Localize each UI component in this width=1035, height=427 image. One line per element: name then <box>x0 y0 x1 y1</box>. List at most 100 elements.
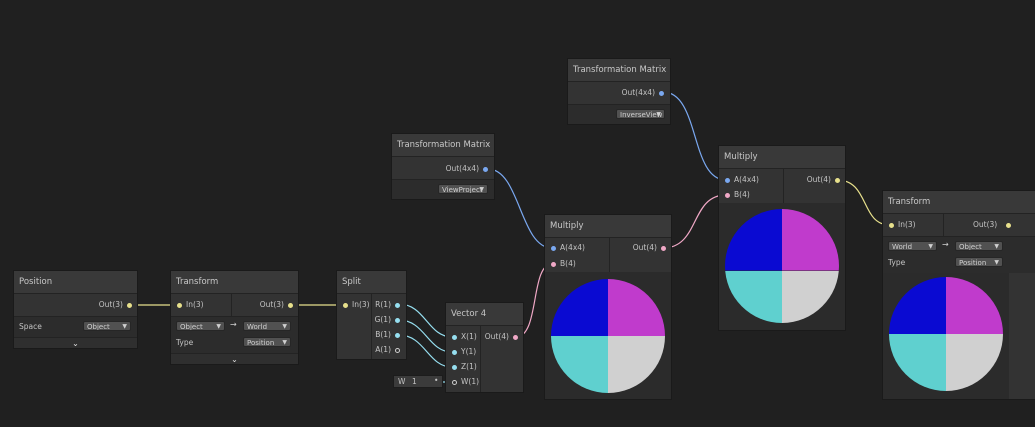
type-dropdown[interactable]: Position ▼ <box>955 257 1003 267</box>
output-port[interactable] <box>661 245 666 251</box>
pin-label: Out(4) <box>484 332 509 341</box>
matrix-dropdown[interactable]: ViewProject ▼ <box>438 184 488 194</box>
pin-label: R(1) <box>375 300 391 309</box>
node-controls: ViewProject ▼ <box>392 179 494 199</box>
output-port[interactable] <box>395 317 400 323</box>
space-label: Space <box>19 322 42 331</box>
arrow-right-icon: → <box>230 320 237 329</box>
input-port[interactable] <box>551 261 556 267</box>
wire-g-to-y <box>398 319 453 353</box>
output-port[interactable] <box>127 302 132 308</box>
matrix-dropdown[interactable]: InverseView ▼ <box>616 109 665 119</box>
input-port[interactable] <box>551 245 556 251</box>
type-label: Type <box>888 258 906 267</box>
output-pin-r[interactable]: R(1) <box>375 299 400 311</box>
input-port[interactable] <box>177 302 182 308</box>
from-space-dropdown[interactable]: Object ▼ <box>176 321 225 331</box>
output-pin[interactable]: Out(4x4) <box>621 87 664 99</box>
to-space-dropdown[interactable]: World ▼ <box>243 321 291 331</box>
input-pin-y[interactable]: Y(1) <box>452 346 476 358</box>
node-transform-object-to-world[interactable]: Transform In(3) Out(3) Object ▼ → World … <box>171 271 298 364</box>
input-pin-w[interactable]: W(1) <box>452 376 480 388</box>
node-position[interactable]: Position Out(3) Space Object ▼ ⌄ <box>14 271 137 348</box>
output-port[interactable] <box>288 302 293 308</box>
pin-label: Out(4x4) <box>621 88 655 97</box>
input-pin-b[interactable]: B(4) <box>551 258 576 270</box>
input-port[interactable] <box>889 222 894 228</box>
output-port[interactable] <box>395 347 400 353</box>
node-transform-world-to-object[interactable]: Transform In(3) Out(3) World ▼ → Object … <box>883 191 1035 399</box>
pin-label: B(4) <box>734 190 750 199</box>
input-pin-z[interactable]: Z(1) <box>452 361 477 373</box>
dropdown-caret-icon: ▼ <box>656 111 661 118</box>
space-dropdown[interactable]: Object ▼ <box>83 321 131 331</box>
pin-label: A(4x4) <box>560 243 585 252</box>
input-pin[interactable]: In(3) <box>343 299 370 311</box>
input-port[interactable] <box>725 177 730 183</box>
dropdown-value: Position <box>959 259 987 267</box>
wire-r-to-x <box>398 303 453 338</box>
divider <box>609 238 610 272</box>
output-pin[interactable]: Out(4) <box>633 242 666 254</box>
type-dropdown[interactable]: Position ▼ <box>243 337 291 347</box>
output-pin[interactable]: Out(3) <box>973 219 1011 231</box>
output-pin[interactable]: Out(4x4) <box>446 163 488 175</box>
pin-label: B(1) <box>375 330 391 339</box>
node-transformation-matrix-inverseview[interactable]: Transformation Matrix Out(4x4) InverseVi… <box>568 59 670 124</box>
input-pin-x[interactable]: X(1) <box>452 331 477 343</box>
node-title: Position <box>14 271 137 294</box>
chevron-down-icon: ⌄ <box>72 339 79 348</box>
w-input-field[interactable]: W 1 • <box>393 375 443 388</box>
output-pin[interactable]: Out(4) <box>807 174 840 186</box>
dropdown-value: Object <box>959 243 982 251</box>
input-port[interactable] <box>452 334 457 340</box>
pin-label: B(4) <box>560 259 576 268</box>
to-space-dropdown[interactable]: Object ▼ <box>955 241 1003 251</box>
node-multiply-2[interactable]: Multiply A(4x4) B(4) Out(4) <box>719 146 845 330</box>
output-pin[interactable]: Out(4) <box>484 331 518 343</box>
output-pin[interactable]: Out(3) <box>99 299 132 311</box>
dropdown-caret-icon: ▼ <box>994 243 999 250</box>
input-port[interactable] <box>452 349 457 355</box>
input-pin-a[interactable]: A(4x4) <box>725 174 759 186</box>
input-port[interactable] <box>343 302 348 308</box>
type-label: Type <box>176 338 194 347</box>
node-vector4[interactable]: Vector 4 X(1) Y(1) Z(1) W(1) Out(4) <box>446 303 523 392</box>
from-space-dropdown[interactable]: World ▼ <box>888 241 937 251</box>
output-port[interactable] <box>395 332 400 338</box>
output-port[interactable] <box>835 177 840 183</box>
input-pin-b[interactable]: B(4) <box>725 189 750 201</box>
dropdown-value: Position <box>247 339 275 347</box>
node-split[interactable]: Split In(3) R(1) G(1) B(1) A(1) <box>337 271 406 359</box>
node-title: Transformation Matrix <box>568 59 670 82</box>
output-pin[interactable]: Out(3) <box>260 299 293 311</box>
collapse-toggle[interactable]: ⌄ <box>14 337 137 348</box>
arrow-right-icon: → <box>942 240 949 249</box>
pin-label: W(1) <box>461 377 480 386</box>
output-pin-b[interactable]: B(1) <box>375 329 400 341</box>
dropdown-caret-icon: ▼ <box>479 186 484 193</box>
output-port[interactable] <box>483 166 488 172</box>
input-pin-a[interactable]: A(4x4) <box>551 242 585 254</box>
output-port[interactable] <box>513 334 518 340</box>
input-pin[interactable]: In(3) <box>889 219 916 231</box>
dropdown-caret-icon: ▼ <box>216 323 221 330</box>
collapse-toggle[interactable]: ⌄ <box>171 353 298 364</box>
node-preview <box>883 273 1009 399</box>
input-pin[interactable]: In(3) <box>177 299 204 311</box>
pin-label: X(1) <box>461 332 477 341</box>
output-pin-g[interactable]: G(1) <box>374 314 400 326</box>
node-multiply-1[interactable]: Multiply A(4x4) B(4) Out(4) <box>545 215 671 399</box>
node-transformation-matrix-viewproj[interactable]: Transformation Matrix Out(4x4) ViewProje… <box>392 134 494 199</box>
output-port[interactable] <box>1006 222 1011 228</box>
output-port[interactable] <box>659 90 664 96</box>
dropdown-caret-icon: ▼ <box>282 323 287 330</box>
input-port[interactable] <box>452 379 457 385</box>
output-port[interactable] <box>395 302 400 308</box>
input-port[interactable] <box>452 364 457 370</box>
input-port[interactable] <box>725 192 730 198</box>
pin-label: G(1) <box>374 315 391 324</box>
output-pin-a[interactable]: A(1) <box>375 344 400 356</box>
dropdown-value: World <box>247 323 268 331</box>
w-field-value: 1 <box>412 377 417 386</box>
